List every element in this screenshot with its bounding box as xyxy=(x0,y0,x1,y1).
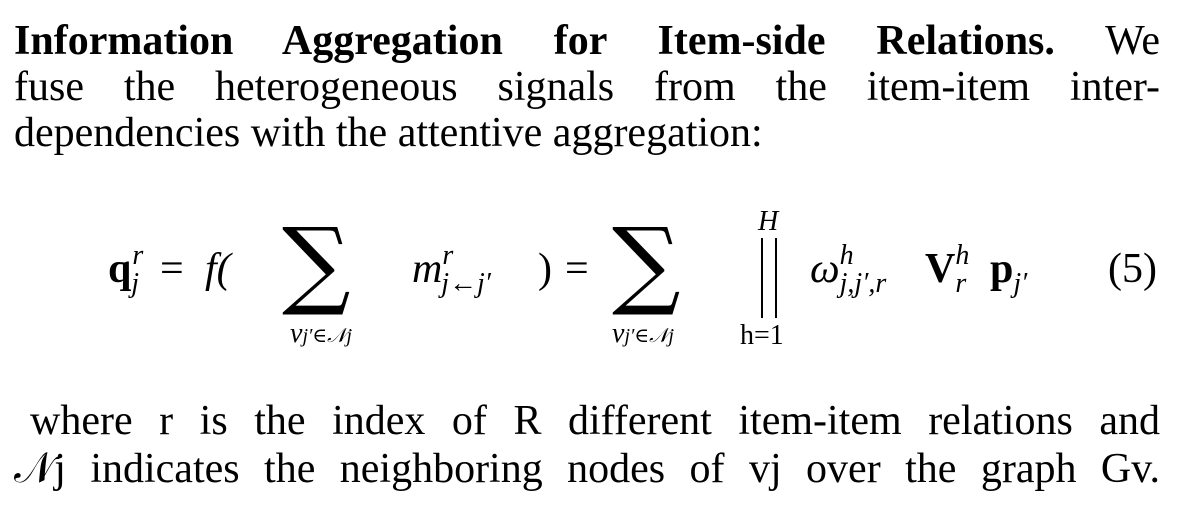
sum-subscript-1: vj′∈𝒩j xyxy=(290,318,352,349)
eq-lhs: qrj xyxy=(108,240,144,299)
text-line-4: where r is the index of R different item… xyxy=(30,398,1160,444)
equation-number: (5) xyxy=(1108,246,1157,292)
text-line-5: 𝒩j indicates the neighboring nodes of vj… xyxy=(14,446,1160,492)
value-matrix: Vhr xyxy=(925,240,970,299)
concat-operator xyxy=(761,238,777,318)
concat-lower: h=1 xyxy=(740,320,784,351)
equals-sign: = xyxy=(160,246,184,292)
text: We xyxy=(1105,18,1160,64)
attention-weight: ωhj,j′,r xyxy=(810,240,887,299)
close-paren: ) xyxy=(538,246,552,292)
function-f: f( xyxy=(205,246,231,292)
embedding-p: pj′ xyxy=(990,246,1028,299)
sum-subscript-2: vj′∈𝒩j xyxy=(612,318,674,349)
sum-symbol-1: ∑ xyxy=(282,207,351,319)
text-line-3: dependencies with the attentive aggregat… xyxy=(14,110,763,156)
text-line-1: Information Aggregation for Item-side Re… xyxy=(14,18,1160,64)
equals-sign: = xyxy=(565,246,589,292)
concat-upper: H xyxy=(758,206,779,237)
text-line-2: fuse the heterogeneous signals from the … xyxy=(14,64,1160,110)
message-term: mrj←j′ xyxy=(412,240,491,299)
sum-symbol-2: ∑ xyxy=(612,207,681,319)
section-heading: Information Aggregation for Item-side Re… xyxy=(14,18,1055,64)
